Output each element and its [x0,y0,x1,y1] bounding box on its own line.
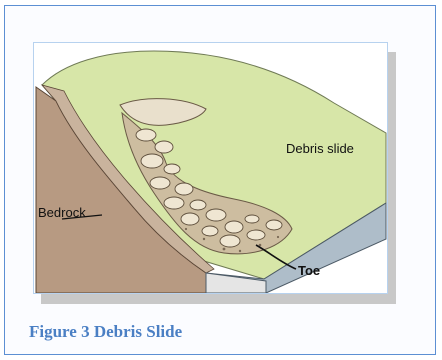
label-debris-slide: Debris slide [286,141,354,156]
figure-caption: Figure 3 Debris Slide [29,322,182,342]
label-toe: Toe [298,263,320,278]
debris-slide-diagram: Debris slide Bedrock Toe [34,43,387,293]
label-bedrock: Bedrock [38,205,86,220]
figure-frame: Debris slide Bedrock Toe Figure 3 Debris… [4,5,436,355]
debris-slide-figure: Debris slide Bedrock Toe [33,42,388,294]
